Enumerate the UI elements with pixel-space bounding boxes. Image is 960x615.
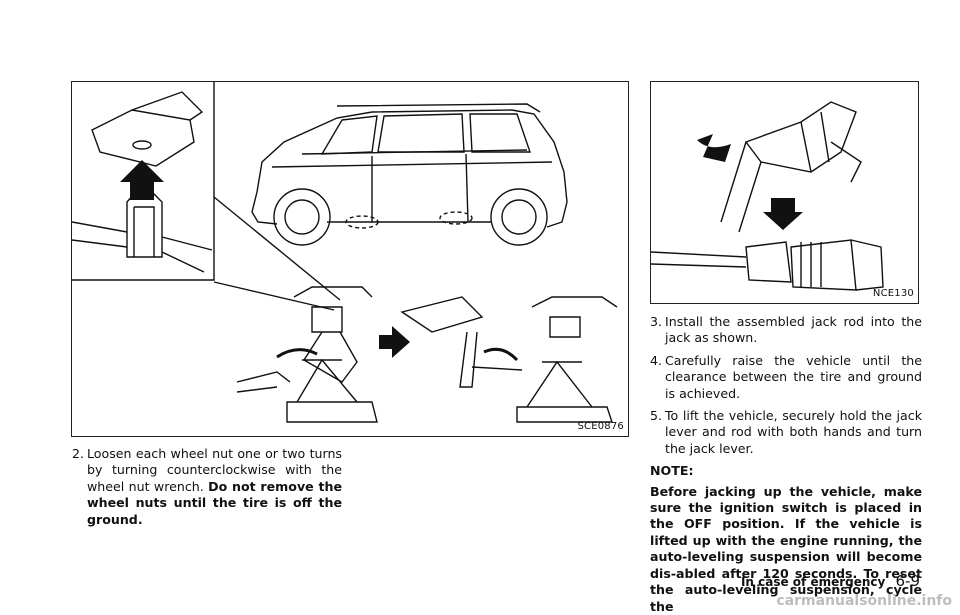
figure-jacking-points: SCE0876 xyxy=(71,81,629,437)
direction-arrows xyxy=(120,160,410,358)
jack-head xyxy=(126,193,163,258)
rotation-arrow xyxy=(697,134,731,162)
rotation-arrow-1 xyxy=(276,348,318,359)
rotation-arrow-2 xyxy=(483,347,519,362)
inset-frame xyxy=(72,82,215,281)
step-3: 3. Install the assembled jack rod into t… xyxy=(650,314,922,347)
jack-upper xyxy=(744,101,857,173)
step-number: 5. xyxy=(650,408,663,424)
jacking-illustration xyxy=(72,82,618,423)
jack-pad xyxy=(91,109,195,167)
right-arrow xyxy=(379,326,410,358)
vehicle-outline xyxy=(251,103,568,246)
down-arrow xyxy=(763,198,803,230)
scissor-jack-1 xyxy=(236,286,378,423)
note-label: NOTE: xyxy=(650,463,694,479)
step-number: 2. xyxy=(72,446,85,461)
page-number: 6-9 xyxy=(895,572,921,590)
section-title: In case of emergency xyxy=(740,575,886,589)
up-arrow xyxy=(120,160,164,200)
direction-arrows xyxy=(697,134,803,230)
step-number: 3. xyxy=(650,314,663,329)
step-number: 4. xyxy=(650,352,663,368)
left-column-text: 2. Loosen each wheel nut one or two turn… xyxy=(72,446,342,534)
step-2: 2. Loosen each wheel nut one or two turn… xyxy=(72,446,342,528)
jack-rod-illustration xyxy=(651,101,884,291)
step-text: Loosen each wheel nut one or two turns b… xyxy=(87,446,342,494)
step-text: Install the assembled jack rod into the … xyxy=(665,314,922,346)
figure-code: NCE130 xyxy=(872,288,914,299)
step-warning: Do not remove the wheel nuts until the t… xyxy=(87,478,342,527)
figure-code: SCE0876 xyxy=(577,421,624,432)
step-text: To lift the vehicle, securely hold the j… xyxy=(665,408,922,456)
watermark: carmanualsonline.info xyxy=(776,593,952,609)
figure-jack-rod: NCE130 xyxy=(650,81,919,304)
right-column-text: 3. Install the assembled jack rod into t… xyxy=(650,314,922,615)
step-4: 4. Carefully raise the vehicle until the… xyxy=(650,353,922,402)
jack-rod-lower xyxy=(651,251,747,268)
jack-rod xyxy=(720,141,762,233)
step-5: 5. To lift the vehicle, securely hold th… xyxy=(650,408,922,457)
page-footer: In case of emergency 6-9 xyxy=(741,572,920,590)
note-text: Before jacking up the vehicle, make sure… xyxy=(650,483,922,614)
scissor-jack-2 xyxy=(400,296,618,423)
step-text: Carefully raise the vehicle until the cl… xyxy=(665,352,922,401)
